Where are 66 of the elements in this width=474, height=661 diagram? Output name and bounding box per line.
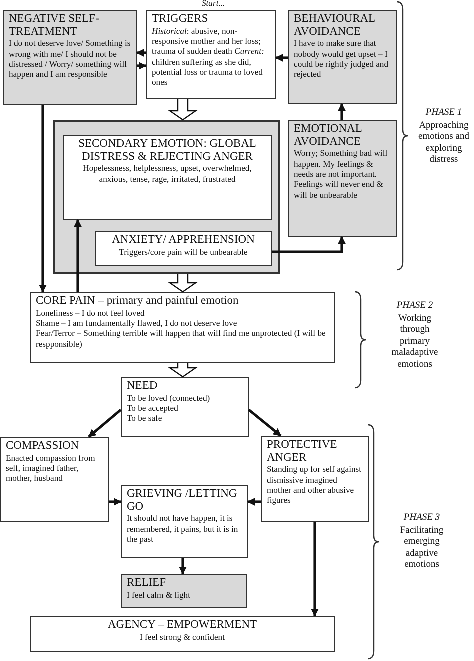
box-text: To be loved (connected): [127, 392, 212, 403]
box-text: I do not deserve love/ Something is wrong with me/ I should not be distressed / Worry/ something will happen and I am responsible: [9, 38, 131, 80]
phase-description: Approaching emotions and exploring distress: [418, 121, 470, 167]
arrow: [311, 522, 319, 617]
box-text: I have to make sure that nobody would get upset – I could be rightly judged and rejected: [294, 38, 390, 80]
shaded-box: [288, 120, 397, 237]
process-box: [63, 135, 272, 220]
box-heading: NEED: [127, 380, 159, 393]
arrow: [39, 105, 47, 293]
node-label: Start...: [202, 0, 226, 8]
box-text: Shame – I am fundamentally flawed, I do not deserve love: [36, 318, 238, 328]
box-text: It should not have happen, it is remembered, it pains, but it is in the past: [127, 513, 240, 544]
arrow: [247, 498, 261, 506]
box-text: Triggers/core pain will be unbearable: [118, 246, 249, 257]
process-box: [0, 437, 109, 522]
arrow: [74, 219, 82, 292]
process-box: [261, 436, 369, 522]
arrow: [272, 236, 346, 254]
group-panel: [53, 120, 280, 274]
box-heading: ANXIETY/ APPREHENSION: [111, 234, 256, 247]
box-heading: PROTECTIVE ANGER: [267, 439, 338, 464]
box-heading: AGENCY – EMPOWERMENT: [106, 619, 258, 632]
box-heading: BEHAVIOURAL AVOIDANCE: [294, 13, 376, 38]
box-text: Standing up for self against dismissive imagined mother and other abusive figures: [267, 464, 363, 506]
block-arrow: [168, 362, 198, 378]
block-arrow: [168, 273, 198, 293]
arrow: [137, 62, 147, 70]
arrow: [338, 103, 346, 120]
arrow: [88, 409, 122, 438]
process-box: [121, 485, 248, 558]
phase-description: Facilitating emerging adaptive emotions: [399, 526, 445, 572]
shaded-box: [288, 10, 397, 104]
box-text: To be safe: [127, 413, 164, 424]
block-arrow: [168, 98, 198, 121]
box-text: Worry; Something bad will happen. My feelings & needs are not important. Feelings will never end & will be unbearable: [294, 148, 389, 200]
box-text: I feel strong & confident: [139, 632, 226, 642]
box-text: Historical: abusive, non-responsive mother and her loss; trauma of sudden death Current: children suffering as she did, potential loss or trauma to loved ones: [152, 26, 266, 88]
box-text: To be accepted: [127, 402, 178, 414]
box-text: Fear/Terror – Something terrible will happen that will find me unprotected (I will be respponsible): [36, 328, 327, 349]
box-heading: TRIGGERS: [152, 13, 210, 26]
box-heading: EMOTIONAL AVOIDANCE: [294, 123, 363, 148]
box-heading: SECONDARY EMOTION: GLOBAL DISTRESS & REJECTING ANGER: [78, 138, 258, 164]
box-heading: COMPASSION: [6, 440, 80, 453]
box-text: I feel calm & light: [127, 590, 192, 600]
shaded-box: [121, 574, 247, 608]
arrow: [179, 558, 187, 575]
arrow: [109, 498, 122, 506]
box-heading: RELIEF: [127, 577, 167, 590]
box-text: Hopelessness, helplessness, upset, overwhelmed, anxious, tense, rage, irritated, frustrated: [82, 163, 253, 184]
process-box: [95, 231, 272, 266]
phase-title: PHASE 1: [424, 108, 464, 120]
phase-title: PHASE 2: [396, 301, 434, 312]
arrow: [275, 54, 288, 62]
phase-title: PHASE 3: [402, 513, 442, 524]
arrow: [248, 409, 282, 437]
phase-description: Working through primary maladaptive emotions: [390, 314, 440, 371]
process-box: [30, 616, 335, 652]
box-heading: GRIEVING /LETTING GO: [127, 488, 238, 514]
shaded-box: [3, 10, 137, 105]
process-box: [121, 377, 249, 437]
box-text: Enacted compassion from self, imagined father, mother, husband: [6, 452, 96, 484]
process-box: [30, 292, 335, 363]
box-heading: NEGATIVE SELF-TREATMENT: [9, 13, 100, 38]
box-text: Loneliness – I do not feel loved: [36, 308, 146, 318]
arrow: [136, 49, 146, 57]
box-heading: CORE PAIN – primary and painful emotion: [36, 295, 240, 308]
